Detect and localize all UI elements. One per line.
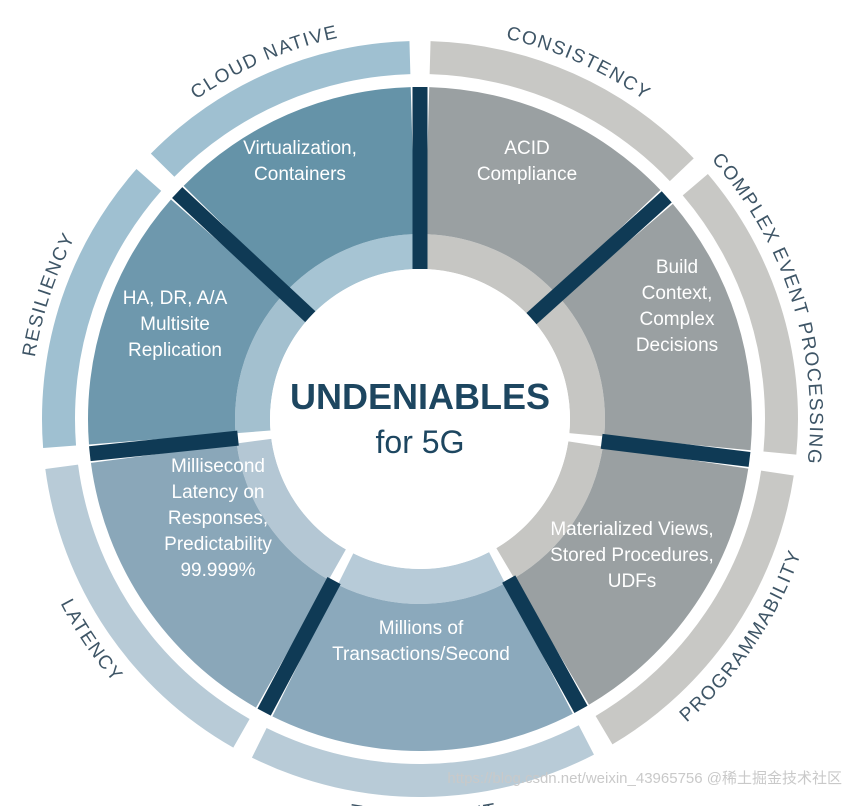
segment-inner-ring — [496, 441, 603, 579]
segment-text-line: Stored Procedures, — [550, 545, 714, 566]
center-title: UNDENIABLES — [290, 376, 550, 417]
segment-text-line: Containers — [254, 164, 346, 185]
segment-inner-ring — [424, 234, 554, 316]
segment-divider — [600, 433, 751, 467]
segment-text-line: ACID — [504, 138, 549, 159]
segment-inner-ring — [534, 299, 605, 437]
segment-text-line: Responses, — [168, 508, 268, 529]
category-label-throughput: THROUGHPUT — [348, 800, 498, 806]
segment-text-line: Decisions — [636, 335, 718, 356]
segment-text-line: Compliance — [477, 164, 577, 185]
segment-divider — [526, 191, 672, 325]
wheel-dividers — [89, 87, 751, 716]
segment-body — [183, 87, 415, 290]
segment-inner-ring — [236, 438, 346, 580]
segment-inner-ring — [235, 296, 308, 434]
segment-outer-band — [41, 169, 162, 448]
segment-text-line: 99.999% — [180, 560, 255, 581]
segment-text-line: UDFs — [608, 571, 657, 592]
segment-outer-band — [595, 470, 794, 745]
segment-body — [272, 583, 573, 751]
segment-throughput: Millions of Transactions/Second — [251, 552, 594, 797]
center-circle — [270, 269, 570, 569]
segment-divider — [502, 575, 588, 714]
center-subtitle: for 5G — [376, 424, 465, 460]
segment-text-line: Latency on — [172, 482, 265, 503]
segment-inner-ring — [337, 552, 506, 604]
segment-body — [560, 203, 752, 451]
segment-text-line: Materialized Views, — [550, 519, 713, 540]
watermark: https://blog.csdn.net/weixin_43965756 @稀… — [447, 770, 842, 787]
segment-programmability: Materialized Views, Stored Procedures, UDF… — [496, 441, 794, 745]
segment-divider — [172, 187, 316, 323]
segment-consistency: ACID Compliance — [424, 41, 694, 316]
segment-text-line: Multisite — [140, 314, 210, 335]
segment-divider — [257, 577, 341, 716]
segment-text-line: Predictability — [164, 534, 272, 555]
segment-body — [514, 446, 749, 705]
segment-text-line: Millisecond — [171, 456, 265, 477]
segment-text-line: Complex — [640, 309, 715, 330]
segment-text-line: Virtualization, — [243, 138, 357, 159]
segment-text-line: Context, — [642, 283, 713, 304]
segment-outer-band — [429, 41, 694, 182]
segment-outer-band — [251, 725, 594, 797]
segment-body — [425, 87, 661, 292]
segment-outer-band — [682, 174, 798, 455]
segment-outer-band — [150, 41, 411, 177]
segment-text-line: Millions of — [379, 618, 464, 639]
segment-divider — [89, 430, 239, 462]
segment-text-line: Replication — [128, 340, 222, 361]
segment-text-line: Transactions/Second — [332, 644, 510, 665]
segment-outer-band — [45, 464, 250, 748]
segment-cloud-native: Virtualization, Containers — [150, 41, 416, 314]
segment-inner-ring — [288, 234, 416, 314]
segment-text-line: Build — [656, 257, 698, 278]
segment-body — [87, 199, 282, 445]
segment-body — [90, 443, 329, 708]
wheel-segments: Virtualization,ContainersACIDComplianceB… — [41, 41, 798, 797]
segment-text-line: HA, DR, A/A — [123, 288, 228, 309]
